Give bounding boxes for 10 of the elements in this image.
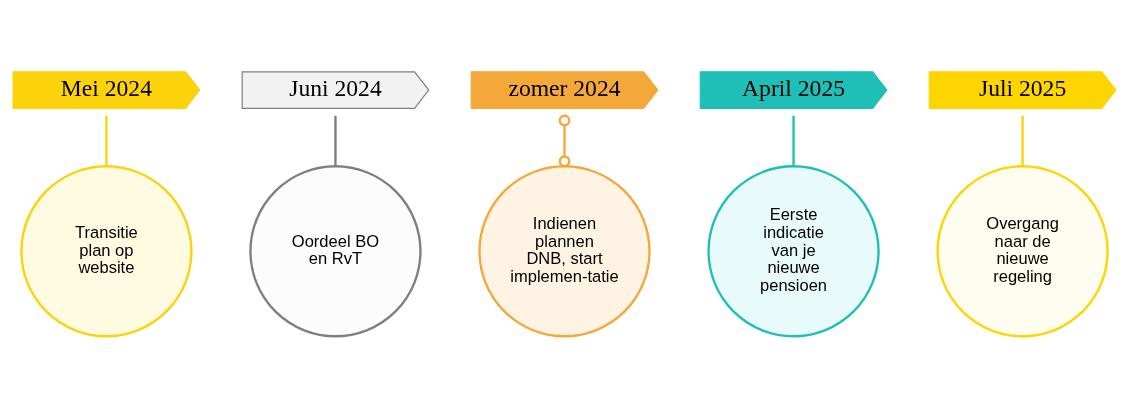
node-circle: Overgang naar de nieuwe regeling bbox=[936, 164, 1109, 337]
node-circle: Oordeel BO en RvT bbox=[249, 164, 422, 337]
node-circle: Indienen plannen DNB, start implemen-tatie bbox=[478, 164, 651, 337]
connector bbox=[558, 114, 571, 167]
connector bbox=[792, 115, 795, 166]
node-circle: Transitie plan op website bbox=[20, 164, 193, 337]
connector bbox=[1021, 115, 1024, 166]
connector bbox=[334, 115, 337, 166]
node-circle: Eerste indicatie van je nieuwe pensioen bbox=[707, 164, 880, 337]
connector bbox=[105, 115, 108, 166]
